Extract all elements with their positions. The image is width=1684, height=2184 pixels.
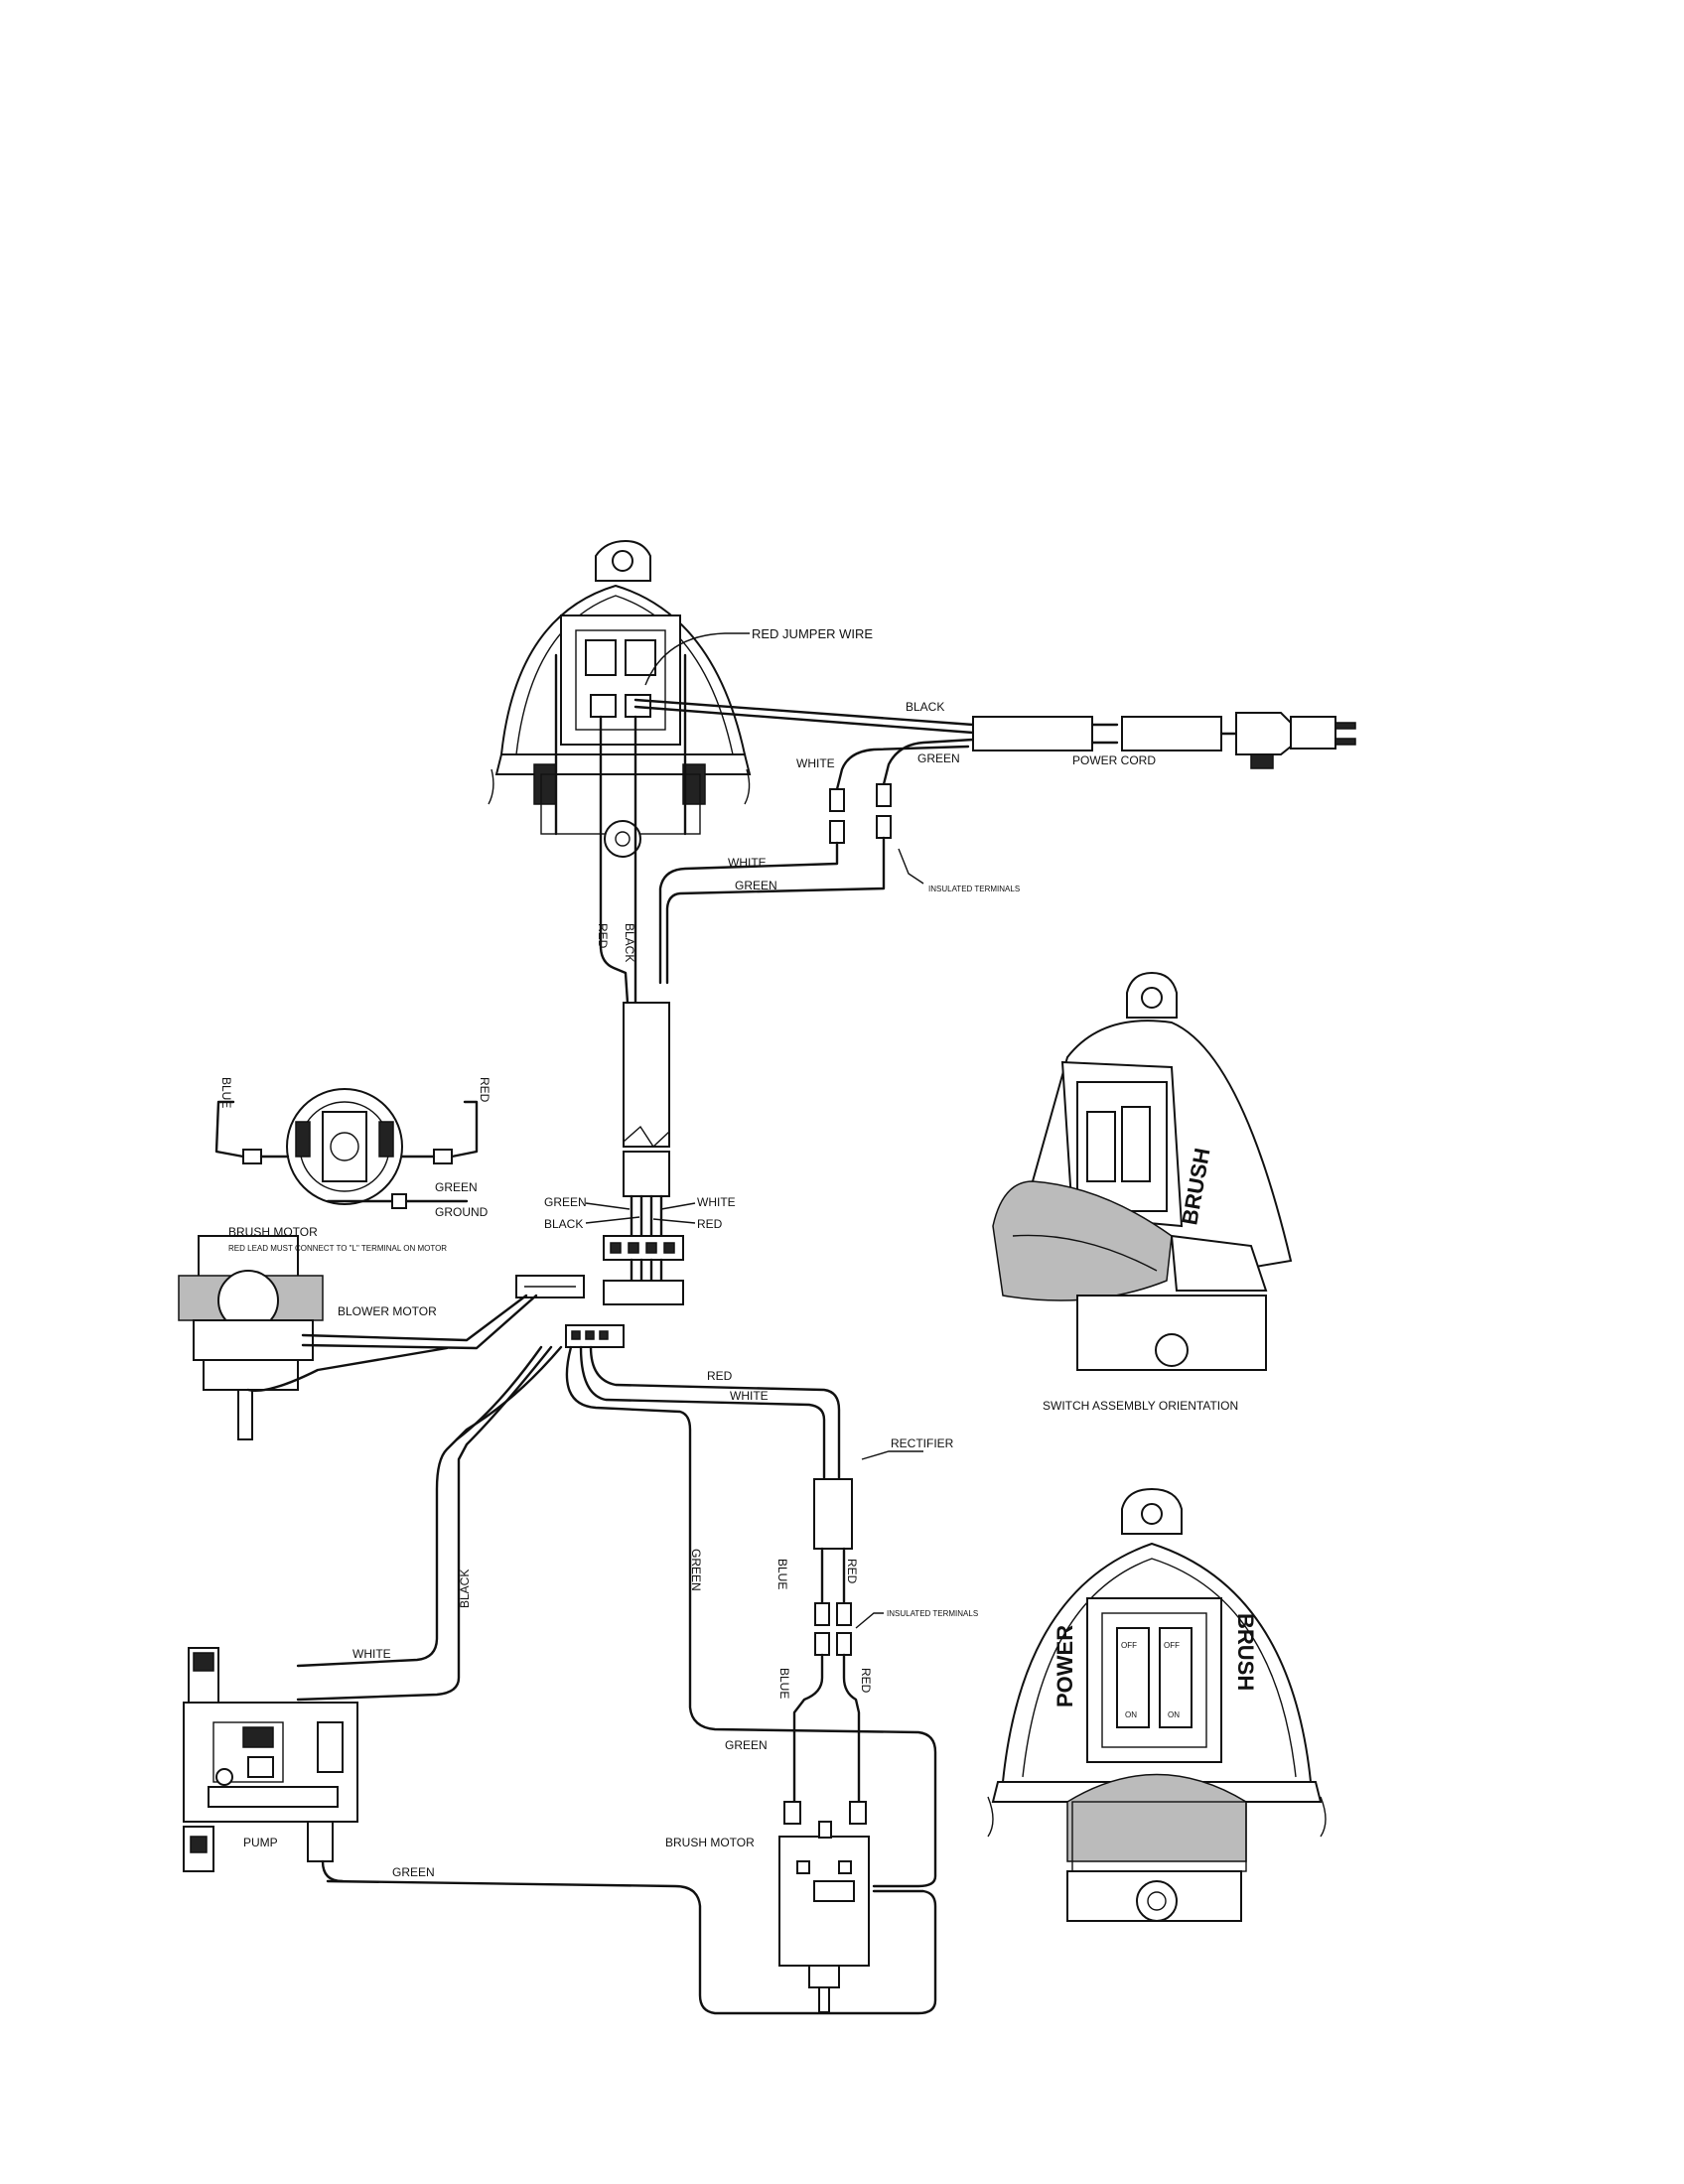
label-blue-rect: BLUE (775, 1559, 789, 1589)
label-green-diag: GREEN (689, 1549, 703, 1591)
green-wire-mid (665, 836, 886, 985)
white-wire-lower (579, 1345, 826, 1481)
label-green-mid: GREEN (735, 879, 777, 892)
label-green-ground-1: GREEN (435, 1180, 478, 1194)
white-wire-pump (296, 1345, 563, 1668)
red-wire-lower (589, 1345, 841, 1481)
lower-connector (565, 1324, 625, 1348)
brush-motor-top (214, 1088, 479, 1209)
label-blue-brush-top: BLUE (219, 1077, 233, 1108)
label-green-ground-2: GROUND (435, 1205, 489, 1219)
white-wire-mid (658, 841, 839, 985)
green-wire-diagonal (565, 1345, 937, 1888)
connector-wires (585, 1194, 696, 1238)
black-wire (633, 698, 975, 727)
label-power-cord: POWER CORD (1072, 753, 1156, 767)
label-on-2: ON (1168, 1710, 1180, 1719)
label-blower-motor: BLOWER MOTOR (338, 1304, 437, 1318)
black-wire-pump-2 (455, 1345, 543, 1441)
switch-assembly-side (992, 971, 1293, 1371)
label-rectifier: RECTIFIER (891, 1436, 954, 1450)
label-red-rect2: RED (859, 1668, 873, 1694)
pump (183, 1647, 358, 1872)
label-insulated-terminals-top: INSULATED TERMINALS (928, 885, 1020, 893)
label-black-conn: BLACK (544, 1217, 583, 1231)
label-brush-motor-top: BRUSH MOTOR (228, 1225, 318, 1239)
label-white-conn: WHITE (697, 1195, 736, 1209)
label-white-mid: WHITE (728, 856, 767, 870)
blower-connector (515, 1275, 585, 1298)
label-on-1: ON (1125, 1710, 1137, 1719)
label-brush-motor-low: BRUSH MOTOR (665, 1836, 755, 1849)
label-red-jumper-wire: RED JUMPER WIRE (752, 626, 873, 641)
label-white-top: WHITE (796, 756, 835, 770)
blower-motor (178, 1235, 538, 1440)
black-wire-2 (633, 705, 975, 735)
label-red-low: RED (707, 1369, 733, 1383)
label-green-bm: GREEN (725, 1738, 768, 1752)
rectifier (792, 1450, 923, 1804)
label-green-pump: GREEN (392, 1865, 435, 1879)
label-red-rect: RED (845, 1559, 859, 1584)
label-pump: PUMP (243, 1836, 278, 1849)
label-power-front: POWER (1052, 1625, 1077, 1707)
power-cord (972, 712, 1356, 769)
label-white-low: WHITE (730, 1389, 769, 1403)
insulated-terminals-top (829, 783, 924, 885)
label-brush-front: BRUSH (1233, 1613, 1258, 1691)
label-green-top: GREEN (917, 751, 960, 765)
switch-housing-top (488, 539, 752, 858)
label-switch-orientation: SWITCH ASSEMBLY ORIENTATION (1043, 1399, 1238, 1413)
label-blue-rect2: BLUE (777, 1668, 791, 1699)
label-black-vertical: BLACK (623, 923, 636, 962)
label-white-pump: WHITE (352, 1647, 391, 1661)
connector-upper (603, 1235, 684, 1261)
switch-assembly-front (987, 1487, 1327, 1922)
label-black-pump: BLACK (458, 1570, 472, 1608)
label-off-2: OFF (1164, 1641, 1180, 1650)
label-black-top: BLACK (906, 700, 944, 714)
cable-sheath (623, 1002, 670, 1197)
label-red-brush-top: RED (478, 1077, 491, 1103)
label-green-conn: GREEN (544, 1195, 587, 1209)
white-wire-top (835, 745, 970, 791)
label-brush-motor-note: RED LEAD MUST CONNECT TO "L" TERMINAL ON… (228, 1244, 447, 1253)
label-red-conn: RED (697, 1217, 723, 1231)
red-jumper-leader (644, 632, 750, 686)
green-wire-pump (321, 1859, 345, 1883)
brush-motor-lower (326, 1801, 937, 2015)
label-insulated-terminals-low: INSULATED TERMINALS (887, 1609, 978, 1618)
label-off-1: OFF (1121, 1641, 1137, 1650)
label-red-vertical: RED (596, 923, 610, 949)
red-wire-vertical (599, 715, 630, 1005)
connector-lower (603, 1258, 684, 1305)
black-wire-pump (296, 1345, 553, 1702)
